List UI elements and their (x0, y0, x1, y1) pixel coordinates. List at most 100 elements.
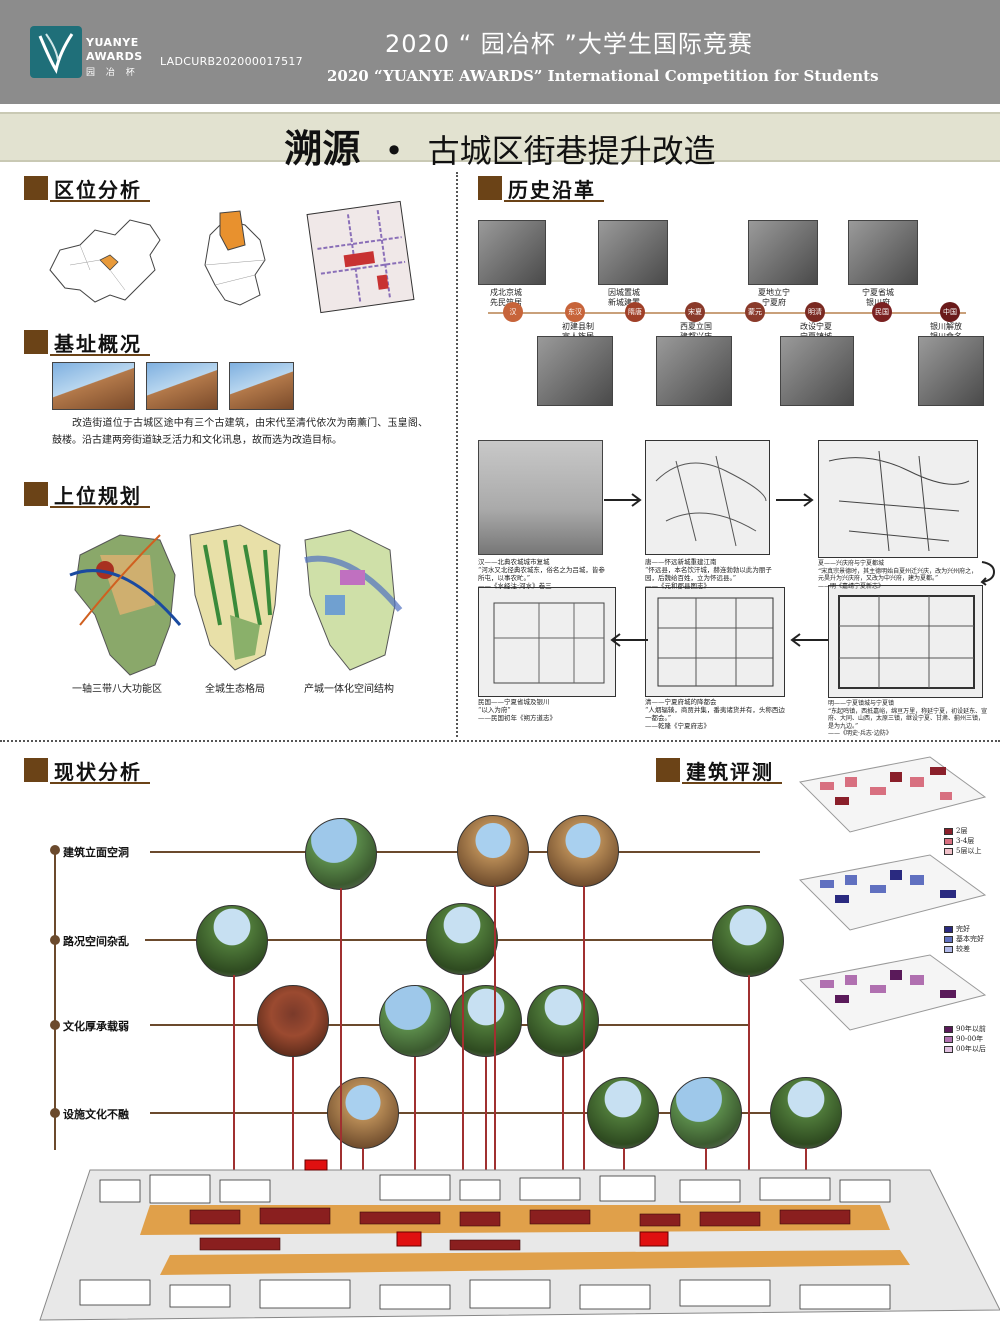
row-label-facility: 设施文化不融 (63, 1108, 129, 1121)
row-dot (50, 1108, 60, 1118)
history-map-caption-ming: 明——宁夏镇城与宁夏镇 “东起鸣镇，西抵嘉峪，绵亘万里，称延宁夏，初设延东、宣府… (828, 700, 988, 737)
planning-core-dot (96, 561, 114, 579)
drop-line (494, 886, 496, 1226)
status-photo-facade-3 (547, 815, 619, 887)
status-photo-road-1 (196, 905, 268, 977)
row-label-facade: 建筑立面空洞 (63, 846, 129, 859)
planning-map-ecology (189, 524, 281, 671)
drop-line (362, 1148, 364, 1188)
section-underline (50, 506, 150, 508)
drop-line (485, 1057, 487, 1227)
status-photo-facility-3 (670, 1077, 742, 1149)
row-dot (50, 845, 60, 855)
legend-swatch (944, 1025, 953, 1033)
header-bar: YUANYE AWARDS 园 冶 杯 LADCURB202000017517 … (0, 0, 1000, 104)
project-title-bullet: • (384, 132, 404, 170)
timeline-node: 东汉 (565, 302, 585, 322)
status-photo-facade-2 (457, 815, 529, 887)
legend-label: 5层以上 (956, 847, 982, 855)
competition-title-cn: 2020 “ 园冶杯 ”大学生国际竞赛 (385, 30, 753, 58)
section-underline (50, 354, 150, 356)
legend-label: 较差 (956, 945, 970, 953)
project-banner: 溯源 • 古城区街巷提升改造 (0, 112, 1000, 171)
status-photo-culture-2 (379, 985, 451, 1057)
section-evaluation: 建筑评测 (656, 756, 774, 784)
drop-line (233, 975, 235, 1180)
section-underline (682, 782, 782, 784)
legend-label: 2层 (956, 827, 968, 835)
history-photo-xixia (748, 220, 818, 285)
ningxia-map (204, 210, 266, 306)
timeline-line (488, 312, 966, 314)
logo-mark-icon (30, 26, 82, 78)
legend-floors-1: 2层 (944, 826, 967, 836)
legend-age-1: 90年以前 (944, 1024, 986, 1034)
planning-caption-2: 全城生态格局 (205, 684, 265, 695)
row-dot (50, 935, 60, 945)
history-map-caption-han: 汉——北典农城城市复城 “河水又北径典农城东，俗名之为吕城，皆参所屯，以事农甿。… (478, 558, 605, 591)
historic-map-qing-lines (657, 597, 774, 687)
legend-label: 00年以后 (956, 1045, 986, 1053)
legend-label: 完好 (956, 925, 970, 933)
legend-label: 90年以前 (956, 1025, 986, 1033)
section-marker-icon (656, 758, 680, 782)
arrow-left-icon (610, 633, 648, 647)
section-evaluation-label: 建筑评测 (686, 759, 774, 784)
historic-map-ming (828, 585, 983, 698)
legend-swatch (944, 925, 953, 933)
status-photo-road-2 (426, 903, 498, 975)
section-location-label: 区位分析 (54, 177, 142, 202)
section-underline (504, 200, 604, 202)
timeline-node: 隋唐 (625, 302, 645, 322)
section-history: 历史沿革 (478, 174, 596, 202)
timeline-top-caption-1: 戍北京城 先民筑居 (490, 288, 522, 307)
historic-map-ming-lines (838, 595, 975, 689)
entry-code: LADCURB202000017517 (160, 55, 303, 68)
history-map-caption-tang: 唐——怀远新城重建江南 “怀远县，本名饮汗城，赫连勃勃以此为丽子园，后魏给百姓，… (645, 558, 772, 591)
legend-swatch (944, 847, 953, 855)
timeline-node: 中国 (940, 302, 960, 322)
section-history-label: 历史沿革 (508, 177, 596, 202)
history-photo-qing (848, 220, 918, 285)
timeline-node: 明清 (805, 302, 825, 322)
section-site-label: 基址概况 (54, 331, 142, 356)
timeline-node: 民国 (872, 302, 892, 322)
planning-caption-1: 一轴三带八大功能区 (72, 684, 162, 695)
section-marker-icon (24, 758, 48, 782)
site-map-lines (317, 210, 406, 304)
drop-line (748, 975, 750, 1215)
legend-age-3: 00年以后 (944, 1044, 986, 1054)
legend-swatch (944, 935, 953, 943)
project-title: 溯源 • 古城区街巷提升改造 (0, 118, 1000, 173)
legend-swatch (944, 1035, 953, 1043)
legend-swatch (944, 827, 953, 835)
status-photo-facade-1 (305, 818, 377, 890)
project-title-sub: 古城区街巷提升改造 (427, 132, 716, 170)
status-photo-facility-2 (587, 1077, 659, 1149)
section-site: 基址概况 (24, 328, 142, 356)
section-location: 区位分析 (24, 174, 142, 202)
evaluation-map-condition (798, 854, 987, 931)
legend-swatch (944, 837, 953, 845)
history-photo-modern (918, 336, 984, 406)
legend-label: 3-4层 (956, 837, 975, 845)
section-planning: 上位规划 (24, 480, 142, 508)
arrow-turn-icon (980, 561, 996, 586)
section-underline (50, 782, 150, 784)
historic-map-tang (645, 440, 770, 555)
row-dot (50, 1020, 60, 1030)
section-marker-icon (24, 482, 48, 506)
section-marker-icon (24, 176, 48, 200)
legend-floors-2: 3-4层 (944, 836, 974, 846)
historic-map-minguo (478, 587, 616, 697)
evaluation-map-floors (798, 756, 987, 833)
history-photo-donghan (537, 336, 613, 406)
street-block-model (39, 1159, 1000, 1321)
planning-map-industry (304, 529, 403, 671)
logo-line1: YUANYE (86, 36, 139, 49)
historic-map-minguo-lines (493, 602, 605, 684)
yuanye-logo: YUANYE AWARDS 园 冶 杯 (30, 26, 150, 86)
project-title-main: 溯源 (284, 127, 361, 171)
history-map-caption-qing: 清——宁夏府城的降都会 “人烟辐辏，商贾并集，番夷诸货并有，头称西边一都会。” … (645, 698, 785, 731)
status-photo-facility-1 (327, 1077, 399, 1149)
